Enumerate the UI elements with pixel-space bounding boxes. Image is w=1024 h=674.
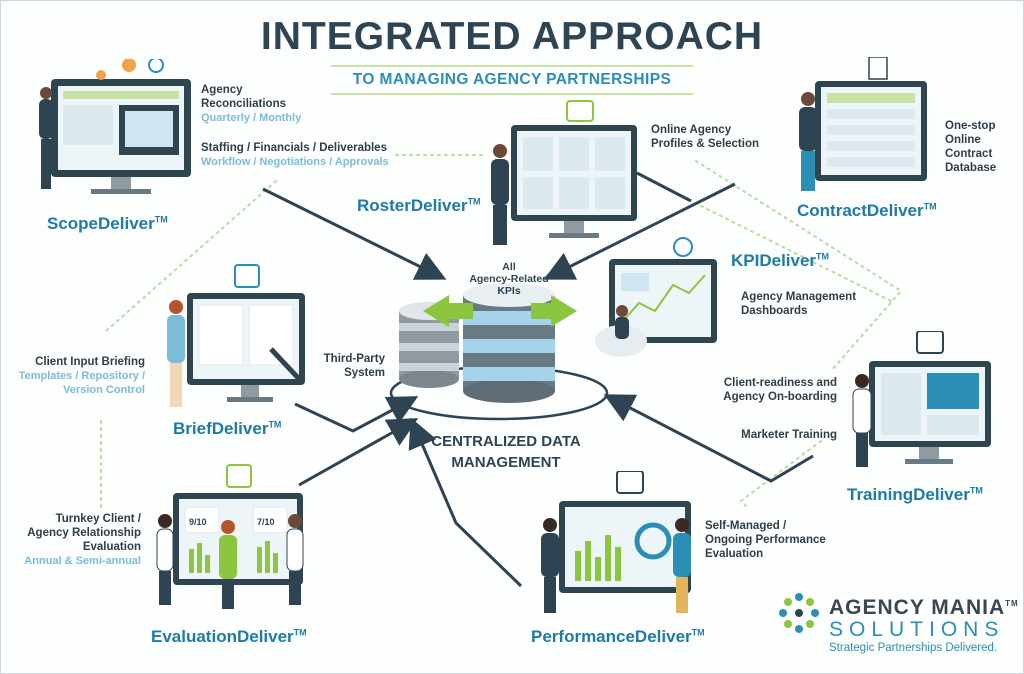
id-card-icon: [566, 100, 594, 122]
cloud-icon: [673, 237, 693, 257]
kpi-callout-line2: Dashboards: [741, 305, 808, 317]
brief-callout-sub1: Templates / Repository /: [18, 370, 145, 382]
third-party-line2: System: [344, 367, 385, 379]
kpi-db-label: All Agency-Related KPIs: [449, 261, 569, 297]
roster-callout: Online Agency Profiles & Selection: [651, 123, 759, 151]
handshake-icon: [226, 464, 252, 488]
training-deliver-name: TrainingDeliverTM: [847, 485, 983, 504]
arrow-contract: [543, 182, 736, 280]
evaluation-deliver-name: EvaluationDeliverTM: [151, 627, 307, 646]
performance-callout-line3: Evaluation: [705, 548, 764, 560]
evaluation-callout-line3: Evaluation: [82, 541, 141, 553]
evaluation-callout-line1: Turnkey Client /: [55, 513, 141, 525]
evaluation-illustration: [156, 464, 304, 609]
scope-callout-1-sub: Quarterly / Monthly: [201, 112, 302, 124]
roster-illustration: [491, 100, 637, 245]
kpi-illustration: [595, 237, 717, 357]
brief-callout-sub2: Version Control: [63, 384, 145, 396]
presentation-icon: [916, 331, 944, 354]
performance-callout-line2: Ongoing Performance: [705, 534, 826, 546]
scope-callout-1: Agency Reconciliations Quarterly / Month…: [201, 83, 301, 125]
training-callout-2: Marketer Training: [681, 428, 837, 442]
scope-callout-2: Staffing / Financials / Deliverables Wor…: [201, 141, 389, 169]
contract-callout-line2: Online: [945, 134, 981, 146]
training-callout-2-line: Marketer Training: [741, 429, 837, 441]
logo-tm: TM: [1005, 599, 1019, 608]
contract-deliver-name: ContractDeliverTM: [797, 201, 937, 220]
training-callout-1-line2: Agency On-boarding: [723, 391, 837, 403]
brief-deliver-name: BriefDeliverTM: [173, 419, 282, 438]
scope-callout-2-line: Staffing / Financials / Deliverables: [201, 142, 387, 154]
training-callout-1: Client-readiness and Agency On-boarding: [681, 376, 837, 404]
brief-callout: Client Input Briefing Templates / Reposi…: [15, 355, 145, 397]
kpi-callout-line1: Agency Management: [741, 291, 857, 303]
agency-mania-logo-icon: [779, 593, 819, 633]
target-icon: [148, 59, 164, 73]
kpi-label-line2: Agency-Related: [469, 273, 549, 285]
third-party-label: Third-Party System: [301, 352, 385, 380]
hub-line1: CENTRALIZED DATA: [431, 433, 581, 450]
roster-callout-line1: Online Agency: [651, 124, 732, 136]
arrow-brief: [294, 396, 419, 433]
kpi-database-icon: [463, 283, 555, 403]
performance-callout: Self-Managed / Ongoing Performance Evalu…: [705, 519, 826, 561]
logo-text: AGENCY MANIATM SOLUTIONS Strategic Partn…: [829, 593, 1019, 655]
kpi-label-line1: All: [502, 261, 516, 273]
contract-illustration: [799, 57, 927, 191]
third-party-line1: Third-Party: [323, 353, 385, 365]
scope-callout-2-sub: Workflow / Negotiations / Approvals: [201, 156, 389, 168]
kpi-callout: Agency Management Dashboards: [741, 290, 856, 318]
logo-line2: SOLUTIONS: [829, 618, 1005, 641]
right-green-arrow-icon: [531, 295, 577, 327]
evaluation-callout-line2: Agency Relationship: [27, 527, 141, 539]
dotted-links: [100, 154, 903, 510]
pencil-icon: [269, 347, 303, 383]
evaluation-callout: Turnkey Client / Agency Relationship Eva…: [11, 512, 141, 568]
roster-deliver-name: RosterDeliverTM: [357, 196, 481, 215]
performance-callout-line1: Self-Managed /: [705, 520, 787, 532]
kpi-deliver-name: KPIDeliverTM: [731, 251, 830, 270]
contract-callout-line3: Contract: [945, 148, 993, 160]
logo-tagline: Strategic Partnerships Delivered.: [829, 642, 998, 654]
arrow-evaluation: [298, 418, 419, 487]
document-icon: [868, 57, 888, 80]
score-badge-1: 9/10: [189, 517, 207, 527]
contract-callout-line4: Database: [945, 162, 997, 174]
arrow-scope: [262, 187, 447, 280]
training-callout-1-line1: Client-readiness and: [723, 377, 837, 389]
arrow-training: [603, 394, 814, 483]
scope-illustration: [39, 59, 191, 194]
page-subtitle: TO MANAGING AGENCY PARTNERSHIPS: [331, 65, 693, 95]
chart-icon: [620, 274, 706, 324]
performance-deliver-name: PerformanceDeliverTM: [531, 627, 705, 646]
database-cluster: [399, 283, 577, 403]
page-title: INTEGRATED APPROACH: [260, 15, 764, 58]
hub-label: CENTRALIZED DATA MANAGEMENT: [391, 431, 621, 473]
brief-callout-line: Client Input Briefing: [35, 356, 145, 368]
logo-line1: AGENCY MANIA: [829, 596, 1006, 619]
scope-callout-1-line2: Reconciliations: [201, 98, 286, 110]
contract-callout-line1: One-stop: [945, 120, 996, 132]
training-illustration: [852, 331, 991, 467]
roster-callout-line2: Profiles & Selection: [651, 138, 760, 150]
scope-deliver-name: ScopeDeliverTM: [47, 214, 168, 233]
performance-illustration: [541, 471, 691, 613]
brief-illustration: [167, 264, 305, 407]
arrows: [262, 171, 814, 588]
arrow-performance: [408, 417, 523, 588]
left-green-arrow-icon: [423, 295, 473, 327]
contract-callout: One-stop Online Contract Database: [945, 119, 996, 175]
line-roster: [636, 171, 692, 203]
document-icon: [234, 264, 260, 288]
evaluation-callout-sub: Annual & Semi-annual: [24, 555, 141, 567]
coin-icon: [96, 70, 106, 80]
presentation-icon: [616, 471, 644, 494]
kpi-label-line3: KPIs: [497, 285, 521, 297]
hub-line2: MANAGEMENT: [451, 454, 561, 471]
score-badge-2: 7/10: [257, 517, 275, 527]
coin-icon: [122, 59, 136, 72]
scope-callout-1-line1: Agency: [201, 84, 243, 96]
